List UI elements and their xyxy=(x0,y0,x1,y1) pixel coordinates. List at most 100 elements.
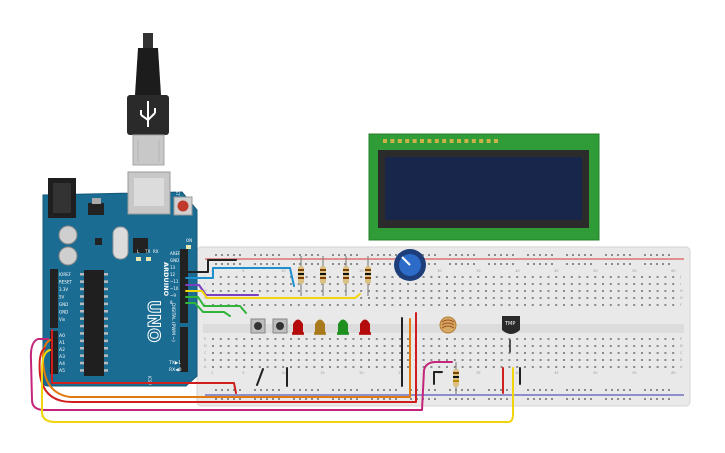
breadboard-hole[interactable] xyxy=(251,352,253,354)
breadboard-hole[interactable] xyxy=(254,254,256,256)
breadboard-hole[interactable] xyxy=(344,304,347,306)
breadboard-hole[interactable] xyxy=(641,359,643,361)
breadboard-hole[interactable] xyxy=(586,276,589,278)
breadboard-hole[interactable] xyxy=(668,254,670,256)
breadboard-hole[interactable] xyxy=(278,398,280,400)
breadboard-hole[interactable] xyxy=(664,338,667,340)
breadboard-hole[interactable] xyxy=(212,283,214,285)
breadboard-hole[interactable] xyxy=(641,276,643,278)
breadboard-hole[interactable] xyxy=(578,283,581,285)
breadboard-hole[interactable] xyxy=(485,297,487,299)
breadboard-hole[interactable] xyxy=(672,338,675,340)
breadboard-hole[interactable] xyxy=(399,345,402,347)
breadboard-hole[interactable] xyxy=(305,338,308,340)
breadboard-hole[interactable] xyxy=(311,254,313,256)
breadboard-hole[interactable] xyxy=(332,389,334,391)
breadboard-hole[interactable] xyxy=(260,263,262,265)
breadboard-hole[interactable] xyxy=(422,283,425,285)
breadboard-hole[interactable] xyxy=(383,254,385,256)
breadboard-hole[interactable] xyxy=(235,290,238,292)
breadboard-hole[interactable] xyxy=(555,359,558,361)
breadboard-hole[interactable] xyxy=(485,283,487,285)
breadboard-hole[interactable] xyxy=(438,359,441,361)
breadboard-hole[interactable] xyxy=(633,283,636,285)
breadboard-hole[interactable] xyxy=(391,283,394,285)
breadboard-hole[interactable] xyxy=(644,398,646,400)
breadboard-hole[interactable] xyxy=(243,359,246,361)
breadboard-hole[interactable] xyxy=(375,276,378,278)
breadboard-hole[interactable] xyxy=(251,359,253,361)
breadboard-hole[interactable] xyxy=(274,304,277,306)
breadboard-hole[interactable] xyxy=(605,254,607,256)
breadboard-hole[interactable] xyxy=(282,352,285,354)
breadboard-hole[interactable] xyxy=(383,338,386,340)
breadboard-hole[interactable] xyxy=(602,283,604,285)
breadboard-hole[interactable] xyxy=(461,254,463,256)
breadboard-hole[interactable] xyxy=(329,359,331,361)
breadboard-hole[interactable] xyxy=(641,338,643,340)
resistor[interactable] xyxy=(453,362,459,394)
breadboard-hole[interactable] xyxy=(350,398,352,400)
breadboard-hole[interactable] xyxy=(648,283,651,285)
breadboard-hole[interactable] xyxy=(617,263,619,265)
breadboard-hole[interactable] xyxy=(570,352,573,354)
breadboard-hole[interactable] xyxy=(641,304,643,306)
breadboard-hole[interactable] xyxy=(336,366,339,368)
breadboard-hole[interactable] xyxy=(383,283,386,285)
breadboard-hole[interactable] xyxy=(492,359,495,361)
breadboard-hole[interactable] xyxy=(656,283,659,285)
breadboard-hole[interactable] xyxy=(531,290,534,292)
breadboard-hole[interactable] xyxy=(266,366,269,368)
breadboard-hole[interactable] xyxy=(555,352,558,354)
breadboard-hole[interactable] xyxy=(278,263,280,265)
breadboard-hole[interactable] xyxy=(578,297,581,299)
wire-red[interactable] xyxy=(38,312,417,403)
breadboard-hole[interactable] xyxy=(641,290,643,292)
breadboard-hole[interactable] xyxy=(453,304,456,306)
breadboard-hole[interactable] xyxy=(461,389,463,391)
breadboard-hole[interactable] xyxy=(368,345,370,347)
breadboard-hole[interactable] xyxy=(531,366,534,368)
breadboard-hole[interactable] xyxy=(641,283,643,285)
breadboard-hole[interactable] xyxy=(338,254,340,256)
breadboard-hole[interactable] xyxy=(338,398,340,400)
breadboard-hole[interactable] xyxy=(547,345,550,347)
wire-yellow[interactable] xyxy=(185,290,361,299)
breadboard-hole[interactable] xyxy=(563,359,565,361)
breadboard-hole[interactable] xyxy=(410,398,412,400)
breadboard-hole[interactable] xyxy=(360,338,363,340)
breadboard-hole[interactable] xyxy=(641,345,643,347)
breadboard-hole[interactable] xyxy=(321,366,324,368)
breadboard-hole[interactable] xyxy=(407,283,409,285)
breadboard-hole[interactable] xyxy=(297,352,300,354)
breadboard-hole[interactable] xyxy=(299,263,301,265)
breadboard-hole[interactable] xyxy=(500,297,503,299)
breadboard-hole[interactable] xyxy=(453,359,456,361)
breadboard-hole[interactable] xyxy=(368,283,370,285)
breadboard-hole[interactable] xyxy=(533,254,535,256)
breadboard-hole[interactable] xyxy=(344,398,346,400)
breadboard-hole[interactable] xyxy=(578,366,581,368)
breadboard-hole[interactable] xyxy=(414,297,417,299)
breadboard-hole[interactable] xyxy=(609,304,612,306)
breadboard-hole[interactable] xyxy=(407,359,409,361)
breadboard-hole[interactable] xyxy=(524,297,526,299)
breadboard-hole[interactable] xyxy=(664,290,667,292)
breadboard-hole[interactable] xyxy=(641,352,643,354)
breadboard-hole[interactable] xyxy=(360,297,363,299)
breadboard-hole[interactable] xyxy=(430,345,433,347)
breadboard-hole[interactable] xyxy=(485,276,487,278)
breadboard-hole[interactable] xyxy=(399,338,402,340)
breadboard-hole[interactable] xyxy=(428,398,430,400)
breadboard-hole[interactable] xyxy=(254,389,256,391)
breadboard-hole[interactable] xyxy=(648,297,651,299)
breadboard-hole[interactable] xyxy=(235,352,238,354)
breadboard-hole[interactable] xyxy=(344,263,346,265)
breadboard-hole[interactable] xyxy=(368,359,370,361)
led[interactable] xyxy=(293,319,303,335)
breadboard-hole[interactable] xyxy=(461,345,464,347)
breadboard-hole[interactable] xyxy=(313,304,316,306)
breadboard-hole[interactable] xyxy=(617,297,620,299)
breadboard-hole[interactable] xyxy=(311,398,313,400)
breadboard-hole[interactable] xyxy=(488,254,490,256)
